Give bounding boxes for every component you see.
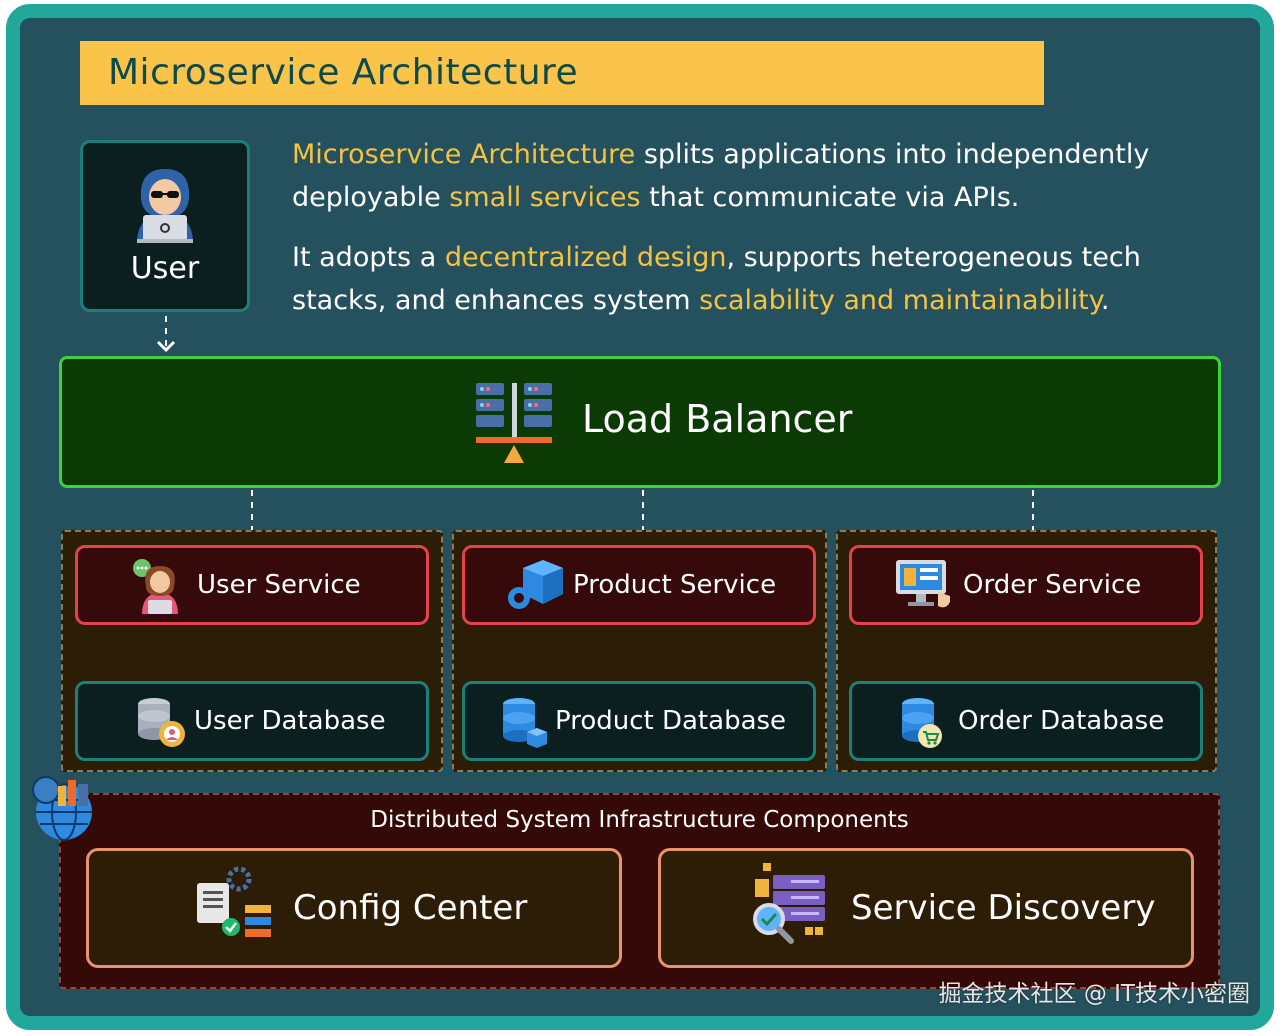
watermark: 掘金技术社区 @ IT技术小密圈 [938, 981, 1250, 1007]
hacker-user-icon [129, 165, 201, 247]
order-monitor-icon [894, 558, 954, 616]
description-p2-segment-2: , supports heterogeneous tech stacks, an… [292, 242, 1141, 316]
product-box-icon [505, 558, 565, 616]
load-balancer-icon [476, 383, 556, 469]
support-agent-icon [128, 556, 186, 618]
config-document-icon [195, 865, 275, 949]
order-database-node[interactable]: Order Database [849, 681, 1203, 761]
service-discovery-label: Service Discovery [851, 888, 1156, 928]
description-p1-segment-1: splits applications into independently d… [292, 139, 1150, 213]
product-service-node[interactable]: Product Service [462, 545, 816, 625]
description-p2-segment-3: scalability and maintainability [699, 285, 1101, 316]
description-p1-segment-2: small services [449, 182, 641, 213]
product-database-node[interactable]: Product Database [462, 681, 816, 761]
description-p2-segment-0: It adopts a [292, 242, 445, 273]
product-database-label: Product Database [555, 706, 787, 736]
order-service-node[interactable]: Order Service [849, 545, 1203, 625]
user-database-node[interactable]: User Database [75, 681, 429, 761]
database-product-icon [501, 696, 549, 752]
load-balancer-label: Load Balancer [582, 397, 853, 441]
order-service-label: Order Service [963, 570, 1142, 600]
user-database-label: User Database [194, 706, 386, 736]
user-label: User [130, 251, 200, 286]
description-p1-segment-3: that communicate via APIs. [640, 182, 1020, 213]
load-balancer-node[interactable]: Load Balancer [59, 356, 1221, 488]
product-service-label: Product Service [573, 570, 777, 600]
database-order-icon [900, 696, 946, 754]
order-database-label: Order Database [958, 706, 1165, 736]
infrastructure-title: Distributed System Infrastructure Compon… [370, 807, 909, 833]
description-paragraph-1: Microservice Architecture splits applica… [292, 133, 1242, 219]
description-paragraph-2: It adopts a decentralized design, suppor… [292, 236, 1242, 322]
description-p2-segment-4: . [1100, 285, 1110, 316]
user-service-node[interactable]: User Service [75, 545, 429, 625]
description-p2-segment-1: decentralized design [444, 242, 727, 273]
config-center-node[interactable]: Config Center [86, 848, 622, 968]
globe-city-icon [30, 772, 98, 846]
database-user-icon [136, 696, 188, 754]
user-service-label: User Service [197, 570, 361, 600]
service-discovery-node[interactable]: Service Discovery [658, 848, 1194, 968]
config-center-label: Config Center [293, 888, 528, 928]
user-node[interactable]: User [80, 140, 250, 312]
service-discovery-icon [751, 861, 831, 961]
description-p1-segment-0: Microservice Architecture [292, 139, 636, 170]
page-title: Microservice Architecture [80, 41, 1044, 105]
